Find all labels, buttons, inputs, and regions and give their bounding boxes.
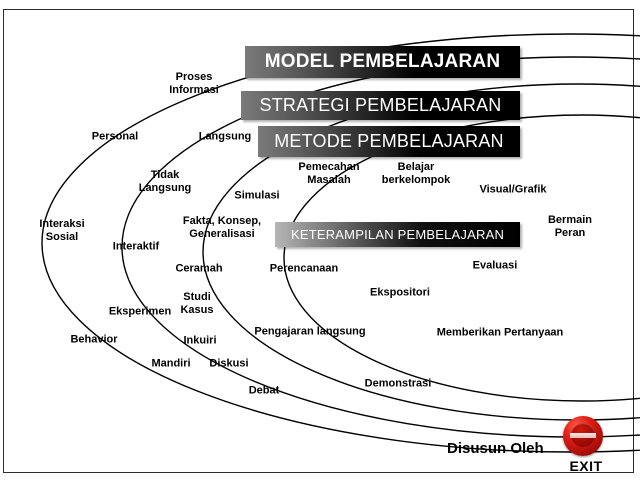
diagram-label-studi-kasus: Studi Kasus [180, 291, 214, 316]
diagram-label-perencanaan: Perencanaan [269, 262, 339, 275]
diagram-label-diskusi: Diskusi [209, 357, 249, 370]
credit-text: Disusun Oleh [447, 440, 544, 457]
banner-strategi-pembelajaran[interactable]: STRATEGI PEMBELAJARAN [241, 91, 520, 120]
diagram-label-behavior: Behavior [70, 333, 118, 346]
exit-button-label: EXIT [569, 458, 603, 474]
diagram-label-eksperimen: Eksperimen [108, 305, 172, 318]
diagram-label-memberikan-pertanyaan: Memberikan Pertanyaan [436, 326, 564, 339]
diagram-label-proses-informasi: Proses Informasi [169, 71, 219, 96]
diagram-label-pemecahan-masalah: Pemecahan Masalah [298, 161, 360, 186]
diagram-label-langsung: Langsung [198, 130, 252, 143]
diagram-label-debat: Debat [248, 384, 280, 397]
diagram-label-simulasi: Simulasi [234, 189, 280, 202]
banner-keterampilan-label: KETERAMPILAN PEMBELAJARAN [290, 227, 505, 242]
diagram-label-interaktif: Interaktif [112, 240, 160, 253]
diagram-label-visual-grafik: Visual/Grafik [479, 183, 547, 196]
diagram-label-ceramah: Ceramah [175, 262, 223, 275]
diagram-label-personal: Personal [91, 130, 139, 143]
diagram-label-tidak-langsung: Tidak Langsung [138, 169, 192, 194]
banner-strategi-label: STRATEGI PEMBELAJARAN [259, 95, 502, 115]
banner-model-label: MODEL PEMBELAJARAN [264, 51, 501, 72]
diagram-label-interaksi-sosial: Interaksi Sosial [39, 218, 85, 243]
diagram-label-inkuiri: Inkuiri [183, 334, 217, 347]
diagram-label-bermain-peran: Bermain Peran [547, 214, 593, 239]
ellipse-ring-keterampilan [283, 114, 640, 402]
diagram-label-fakta-konsep: Fakta, Konsep, Generalisasi [182, 215, 262, 240]
diagram-label-demonstrasi: Demonstrasi [364, 377, 432, 390]
banner-metode-label: METODE PEMBELAJARAN [274, 131, 504, 151]
exit-button[interactable]: EXIT [560, 416, 612, 474]
exit-button-highlight-band [570, 433, 596, 438]
banner-keterampilan-pembelajaran[interactable]: KETERAMPILAN PEMBELAJARAN [275, 222, 520, 247]
banner-model-pembelajaran[interactable]: MODEL PEMBELAJARAN [245, 46, 520, 78]
diagram-label-mandiri: Mandiri [151, 357, 191, 370]
diagram-label-belajar-berkelompok: Belajar berkelompok [381, 161, 451, 186]
diagram-label-pengajaran-langsung: Pengajaran langsung [254, 325, 366, 338]
banner-metode-pembelajaran[interactable]: METODE PEMBELAJARAN [258, 126, 520, 157]
exit-button-icon[interactable] [563, 416, 603, 456]
diagram-label-ekspositori: Ekspositori [370, 286, 430, 299]
diagram-label-evaluasi: Evaluasi [472, 259, 518, 272]
